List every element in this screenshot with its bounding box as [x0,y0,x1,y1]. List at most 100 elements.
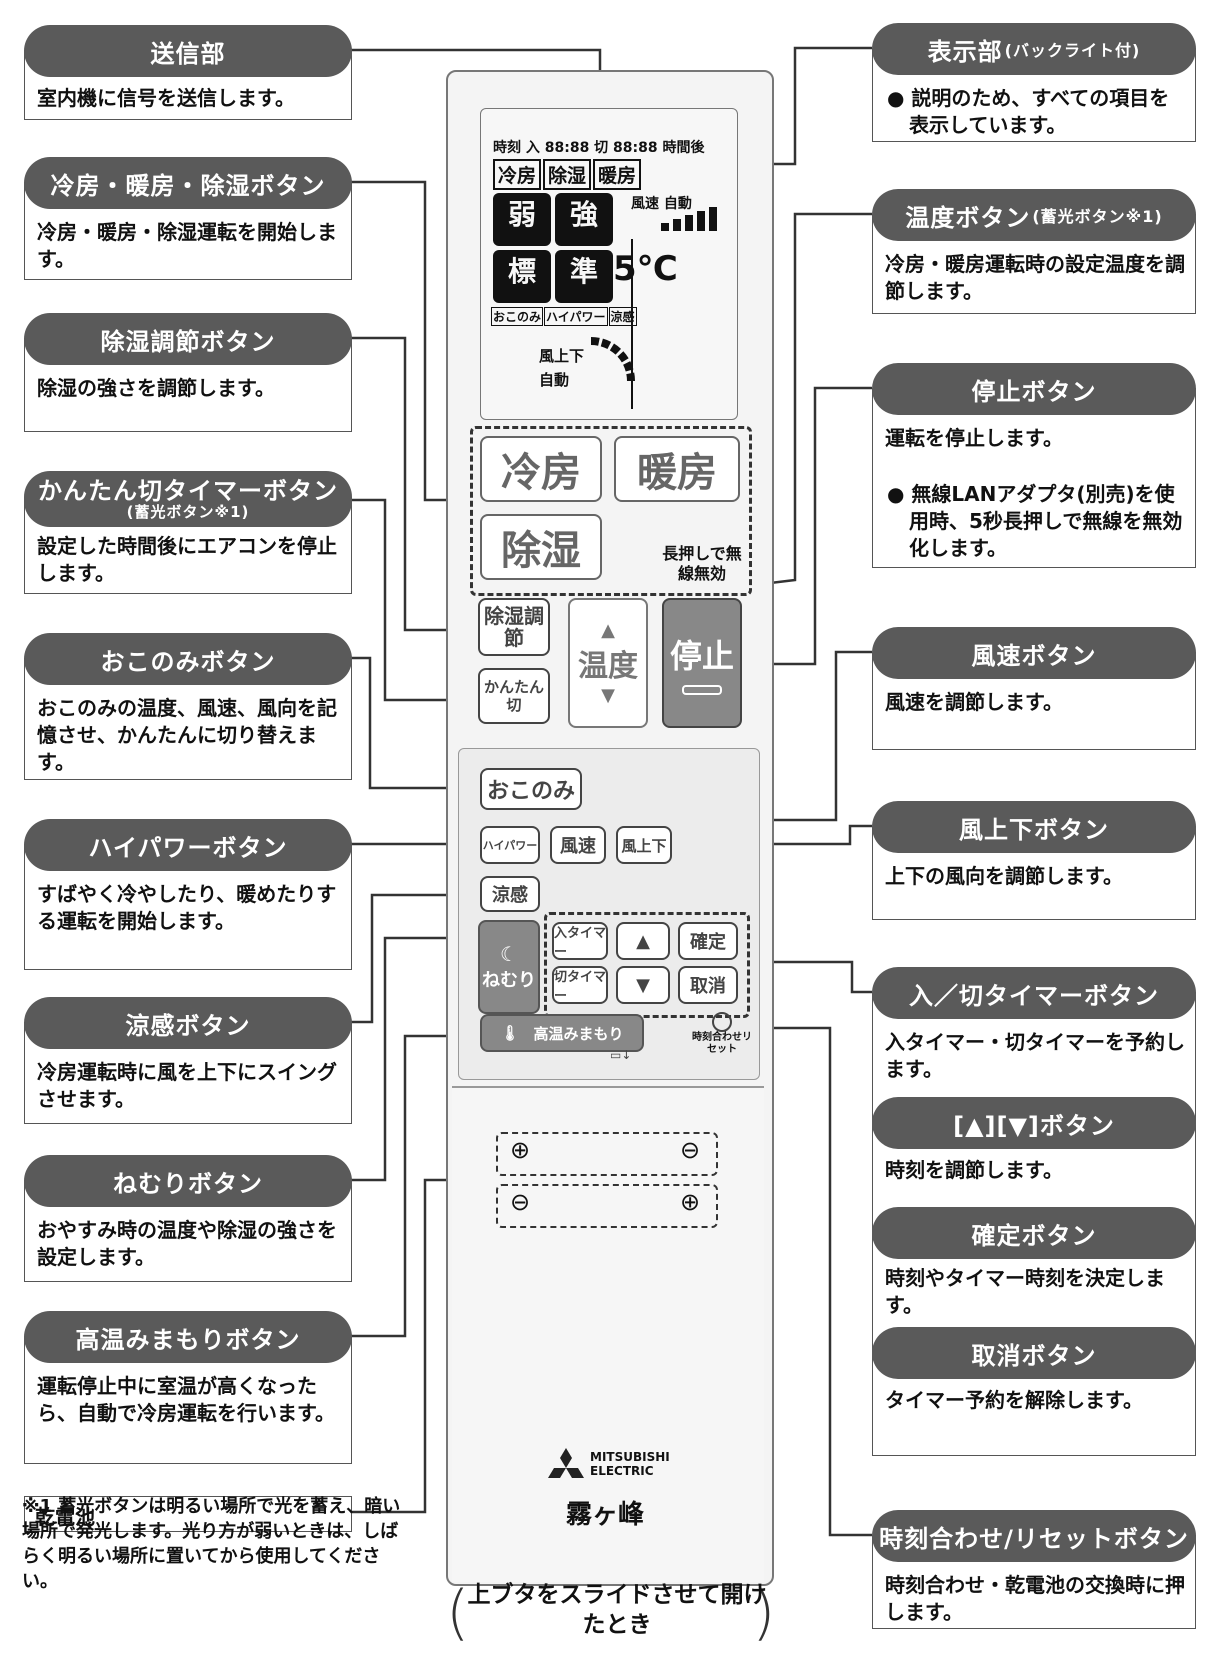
callout-title: 入／切タイマーボタン [872,967,1196,1019]
easy-off-timer-button[interactable]: かんたん切 [478,668,550,724]
lcd-temp: 5℃ [613,249,678,289]
callout-body: 運転停止中に室温が高くなったら、自動で冷房運転を行います。 [37,1374,335,1425]
stop-button[interactable]: 停止 [662,598,742,728]
callout-ryokan: 涼感ボタン 冷房運転時に風を上下にスイングさせます。 [24,997,352,1124]
callout-title-small: (バックライト付) [1004,41,1141,60]
callout-body: 設定した時間後にエアコンを停止します。 [37,534,337,585]
lcd-mode-row: 冷房 除湿 暖房 [493,159,642,190]
temp-button-label: 温度 [578,649,638,684]
callout-title: 温度ボタン [905,203,1031,232]
callout-title-small: (蓄光ボタン※1) [1032,207,1163,226]
reset-button[interactable] [712,1012,732,1032]
callout-battery: 乾電池 [24,1496,352,1532]
callout-body: 風速を調節します。 [885,690,1063,714]
callout-body: 時刻合わせ・乾電池の交換時に押します。 [885,1573,1185,1624]
callout-title: 除湿調節ボタン [24,313,352,365]
ryokan-button[interactable]: 涼感 [480,876,540,912]
lcd-display: 時刻 入 88:88 切 88:88 時間後 冷房 除湿 暖房 風速 自動 弱 … [480,108,738,420]
lcd-high-power: ハイパワー [544,307,608,326]
temp-button[interactable]: ▲ 温度 ▼ [568,598,648,728]
lcd-mode-cool: 冷房 [493,159,542,190]
callout-body: おやすみ時の温度や除湿の強さを設定します。 [37,1218,337,1269]
callout-title-cancel: 取消ボタン [872,1327,1196,1379]
lcd-okonomi: おこのみ [491,307,544,326]
callout-stop-button: 停止ボタン 運転を停止します。 ● 無線LANアダプタ(別売)を使用時、5秒長押… [872,363,1196,568]
cancel-button[interactable]: 取消 [678,966,738,1004]
callout-title: おこのみボタン [24,633,352,685]
callout-title: かんたん切タイマーボタン [38,476,338,505]
battery-indicator-icon: ▭↓ [610,1048,632,1062]
high-temp-guard-label: 高温みまもり [533,1024,624,1043]
battery-cover [452,1086,764,1582]
callout-dehumid-adjust: 除湿調節ボタン 除湿の強さを調節します。 [24,313,352,432]
lcd-strong: 強 [555,193,613,246]
dry-adjust-button[interactable]: 除湿調節 [478,598,550,656]
mode-button-group [470,426,752,596]
up-button[interactable]: ▲ [616,922,670,960]
battery-label: 乾電池 [35,1505,95,1529]
callout-title: 風上下ボタン [872,801,1196,853]
callout-high-temp-guard: 高温みまもりボタン 運転停止中に室温が高くなったら、自動で冷房運転を行います。 [24,1311,352,1464]
callout-body: ● 説明のため、すべての項目を表示しています。 [887,86,1170,137]
callout-okonomi: おこのみボタン おこのみの温度、風速、風向を記憶させ、かんたんに切り替えます。 [24,633,352,780]
callout-bullet: ● 無線LANアダプタ(別売)を使用時、5秒長押しで無線を無効化します。 [887,482,1183,560]
reset-label: 時刻合わせリセット [692,1032,752,1055]
battery-slot-1 [496,1132,718,1176]
callout-title-updown: [▲][▼]ボタン [872,1097,1196,1149]
high-temp-guard-button[interactable]: 🌡 高温みまもり [480,1014,644,1052]
callout-title: 時刻合わせ/リセットボタン [872,1510,1196,1562]
callout-title: 停止ボタン [872,363,1196,415]
callout-timer-group: 入／切タイマーボタン 入タイマー・切タイマーを予約します。 [▲][▼]ボタン … [872,967,1196,1456]
temp-up-icon[interactable]: ▲ [601,620,615,641]
stop-indicator [682,685,722,695]
brand-name: MITSUBISHI ELECTRIC [590,1450,670,1478]
sleep-button-label: ねむり [482,970,536,991]
lcd-standard-2: 準 [555,250,613,303]
callout-title-wrap: 表示部 (バックライト付) [872,23,1196,75]
temp-down-icon[interactable]: ▼ [601,685,615,706]
okonomi-button[interactable]: おこのみ [480,768,582,810]
plus-icon: ⊕ [510,1136,531,1164]
high-power-button[interactable]: ハイパワー [480,826,540,864]
callout-transmitter: 送信部 室内機に信号を送信します。 [24,25,352,120]
vane-button[interactable]: 風上下 [616,826,672,864]
battery-slot-2 [496,1184,718,1228]
callout-title: ハイパワーボタン [24,819,352,871]
callout-body-updown: 時刻を調節します。 [885,1158,1063,1182]
callout-subtitle: (蓄光ボタン※1) [126,502,250,521]
sleep-button[interactable]: ☾ ねむり [478,920,540,1014]
callout-body: 冷房・暖房・除湿運転を開始します。 [37,220,337,271]
down-button[interactable]: ▼ [616,966,670,1004]
caption-paren-left: ( [446,1578,470,1648]
callout-high-power: ハイパワーボタン すばやく冷やしたり、暖めたりする運転を開始します。 [24,819,352,970]
callout-vane: 風上下ボタン 上下の風向を調節します。 [872,801,1196,920]
dry-button[interactable]: 除湿 [480,514,602,580]
callout-body: 上下の風向を調節します。 [885,864,1123,888]
stop-button-label: 停止 [669,637,734,675]
callout-title: 表示部 [927,37,1003,66]
lcd-divider [631,239,633,409]
callout-title: ねむりボタン [24,1155,352,1207]
long-press-label: 長押しで無線無効 [662,544,742,583]
off-timer-button[interactable]: 切タイマー [552,966,608,1004]
heat-button[interactable]: 暖房 [614,436,740,502]
lcd-feature-row: おこのみ ハイパワー 涼感 [491,307,637,326]
confirm-button[interactable]: 確定 [678,922,738,960]
minus-icon: ⊖ [510,1188,531,1216]
callout-body: 運転を停止します。 [885,426,1063,450]
fan-speed-button[interactable]: 風速 [550,826,606,864]
callout-title-confirm: 確定ボタン [872,1207,1196,1259]
callout-body: 冷房・暖房運転時の設定温度を調節します。 [885,252,1185,303]
callout-title-wrap: かんたん切タイマーボタン (蓄光ボタン※1) [24,471,352,527]
minus-icon: ⊖ [680,1136,701,1164]
cool-button[interactable]: 冷房 [480,436,602,502]
mitsubishi-logo-icon [548,1448,584,1478]
callout-title: 涼感ボタン [24,997,352,1049]
signal-bars-icon [661,207,717,231]
on-timer-button[interactable]: 入タイマー [552,922,608,960]
lcd-ryokan: 涼感 [608,307,637,326]
callout-body: 室内機に信号を送信します。 [37,86,295,110]
lcd-fan-label: 風速 自動 [631,196,692,212]
callout-temp-button: 温度ボタン (蓄光ボタン※1) 冷房・暖房運転時の設定温度を調節します。 [872,189,1196,314]
lcd-standard-1: 標 [493,250,551,303]
